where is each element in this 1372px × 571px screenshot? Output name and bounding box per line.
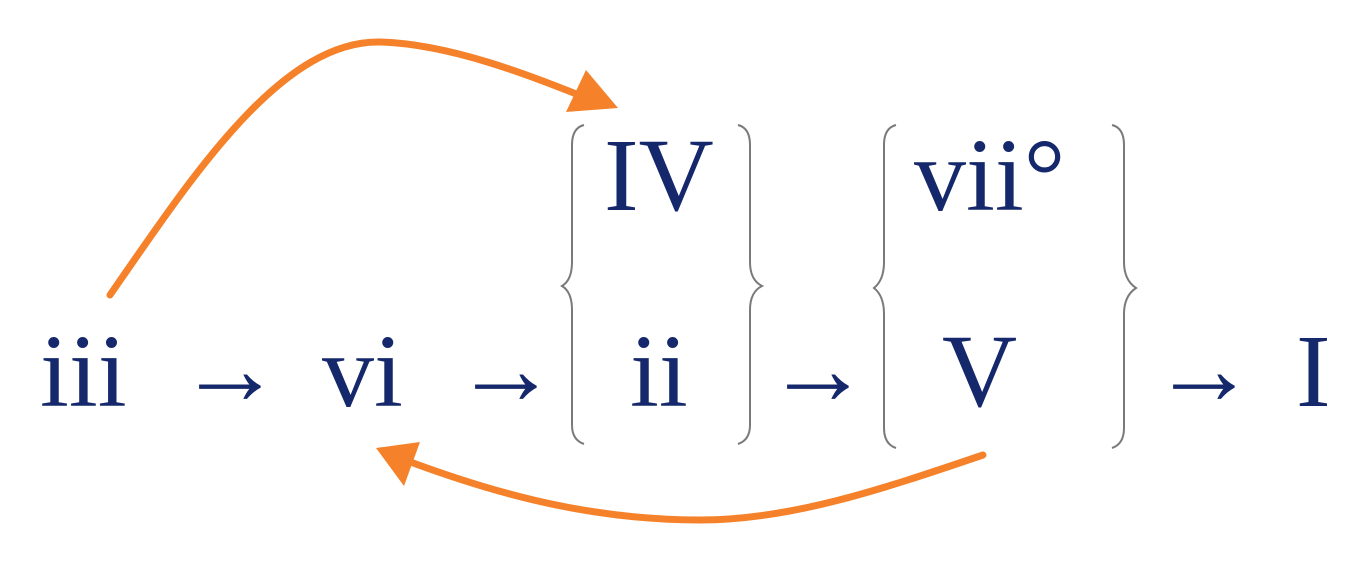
arrow-iii-to-vi: →: [178, 312, 282, 427]
chord-iv-upper: IV: [604, 118, 714, 233]
right-brace-group-2: [1111, 124, 1138, 449]
arc-v-to-vi: [401, 451, 987, 524]
arc-iii-to-iv: [106, 38, 600, 299]
arrow-vi-to-group-1: →: [454, 312, 558, 427]
right-brace-group-1: [737, 124, 765, 445]
arrow-group-1-to-group-2: →: [766, 312, 870, 427]
arrow-group-2-to-tonic: →: [1152, 312, 1256, 427]
chord-v-major: V: [942, 314, 1018, 429]
arc-iii-to-iv-head: [566, 70, 618, 112]
chord-iii: iii: [40, 314, 127, 429]
chord-ii: ii: [630, 314, 688, 429]
chord-vi: vi: [322, 314, 403, 429]
left-brace-group-1: [560, 124, 585, 445]
chord-vii-diminished: vii°: [914, 118, 1066, 233]
left-brace-group-2: [872, 124, 897, 449]
chord-tonic-i: I: [1296, 314, 1331, 429]
arc-v-to-vi-head: [376, 442, 420, 486]
